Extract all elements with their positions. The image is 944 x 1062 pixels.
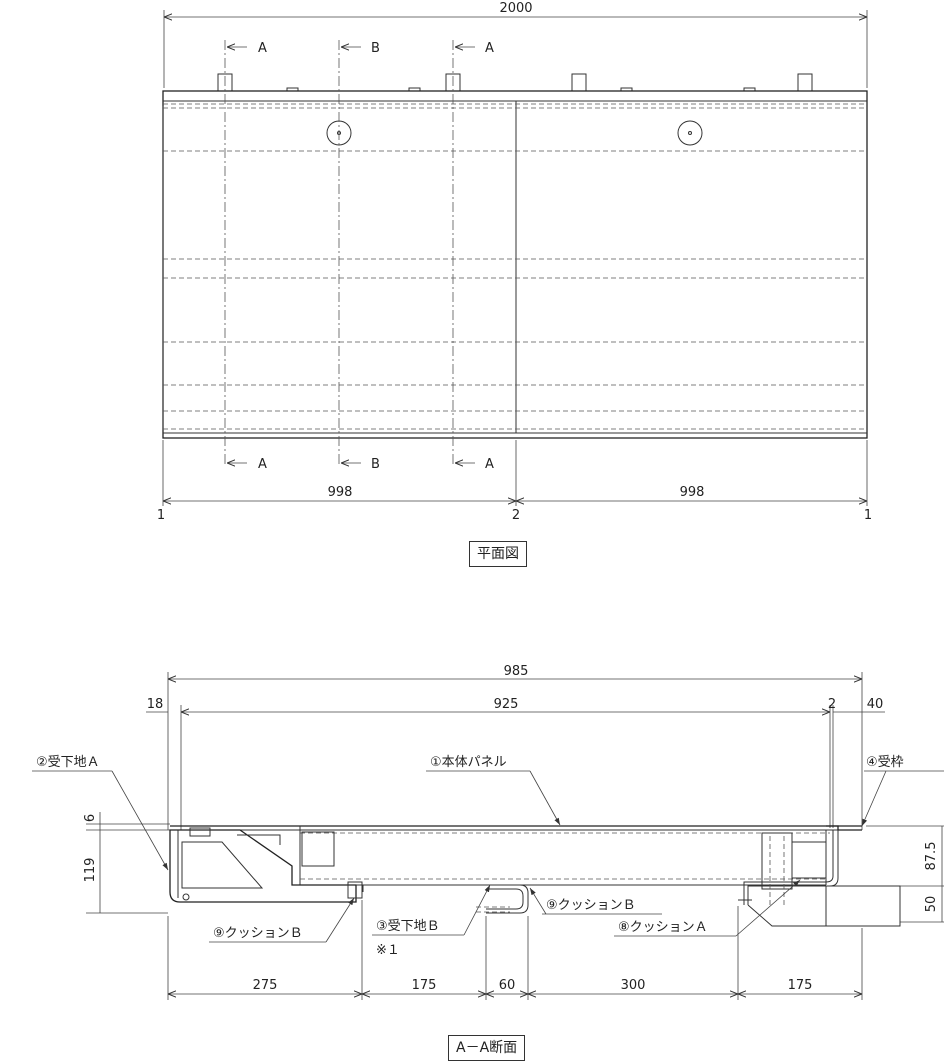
section-dim-985: 985: [504, 664, 529, 679]
section-dim-2: 2: [828, 697, 836, 712]
bottom-dim-175-right: 175: [788, 978, 813, 993]
section-mark-b-bottom: B: [371, 457, 380, 472]
section-mark-a-top-left: A: [258, 41, 267, 56]
plan-dim-right: 998: [680, 485, 705, 500]
label-note: ※１: [376, 943, 400, 958]
label-part9-right: ⑨クッションＢ: [546, 898, 636, 913]
section-mark-a-bottom-left: A: [258, 457, 267, 472]
label-part8: ⑧クッションＡ: [618, 920, 708, 935]
section-dim-18: 18: [147, 697, 164, 712]
section-view: 985 18 925 2 40 6 119 87.5 50: [32, 664, 944, 1000]
section-mark-a-bottom-right: A: [485, 457, 494, 472]
grid-label-mid: 2: [512, 508, 520, 523]
grid-label-left: 1: [157, 508, 165, 523]
label-part3: ③受下地Ｂ: [376, 919, 440, 934]
plan-view: 2000: [157, 1, 872, 523]
bottom-dim-300: 300: [621, 978, 646, 993]
plan-view-title: 平面図: [469, 541, 527, 567]
section-dim-119: 119: [83, 858, 98, 883]
section-dim-87-5: 87.5: [924, 842, 939, 871]
section-dim-6: 6: [83, 814, 98, 822]
bottom-dim-60: 60: [499, 978, 516, 993]
bottom-dim-275: 275: [253, 978, 278, 993]
section-mark-b-top: B: [371, 41, 380, 56]
label-part4: ④受枠: [866, 755, 904, 770]
plan-dim-left: 998: [328, 485, 353, 500]
section-mark-a-top-right: A: [485, 41, 494, 56]
plan-dim-overall: 2000: [499, 1, 532, 16]
section-view-title: A－A断面: [448, 1035, 526, 1061]
bottom-dim-175-left: 175: [412, 978, 437, 993]
section-dim-40: 40: [867, 697, 884, 712]
section-dim-50: 50: [924, 896, 939, 913]
label-part2: ②受下地Ａ: [36, 755, 100, 770]
grid-label-right: 1: [864, 508, 872, 523]
section-dim-925: 925: [494, 697, 519, 712]
label-part9-left: ⑨クッションＢ: [213, 926, 303, 941]
label-part1: ①本体パネル: [430, 755, 507, 770]
